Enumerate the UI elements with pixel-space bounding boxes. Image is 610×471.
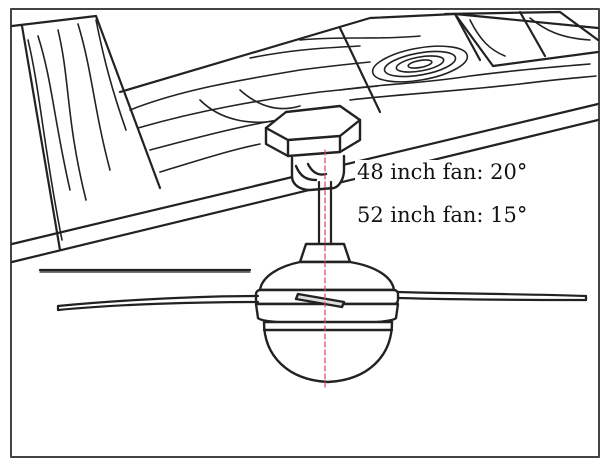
fan-48-angle-label: 48 inch fan: 20° (355, 160, 530, 184)
mount-canopy (264, 104, 362, 158)
fan-blades (38, 268, 588, 312)
downrod (317, 180, 333, 246)
left-rafter (10, 14, 162, 252)
light-bowl (262, 320, 394, 384)
outer-frame (10, 8, 600, 458)
right-rafter (443, 10, 600, 62)
wood-grain (129, 35, 597, 173)
fan-52-angle-label: 52 inch fan: 15° (355, 203, 530, 227)
